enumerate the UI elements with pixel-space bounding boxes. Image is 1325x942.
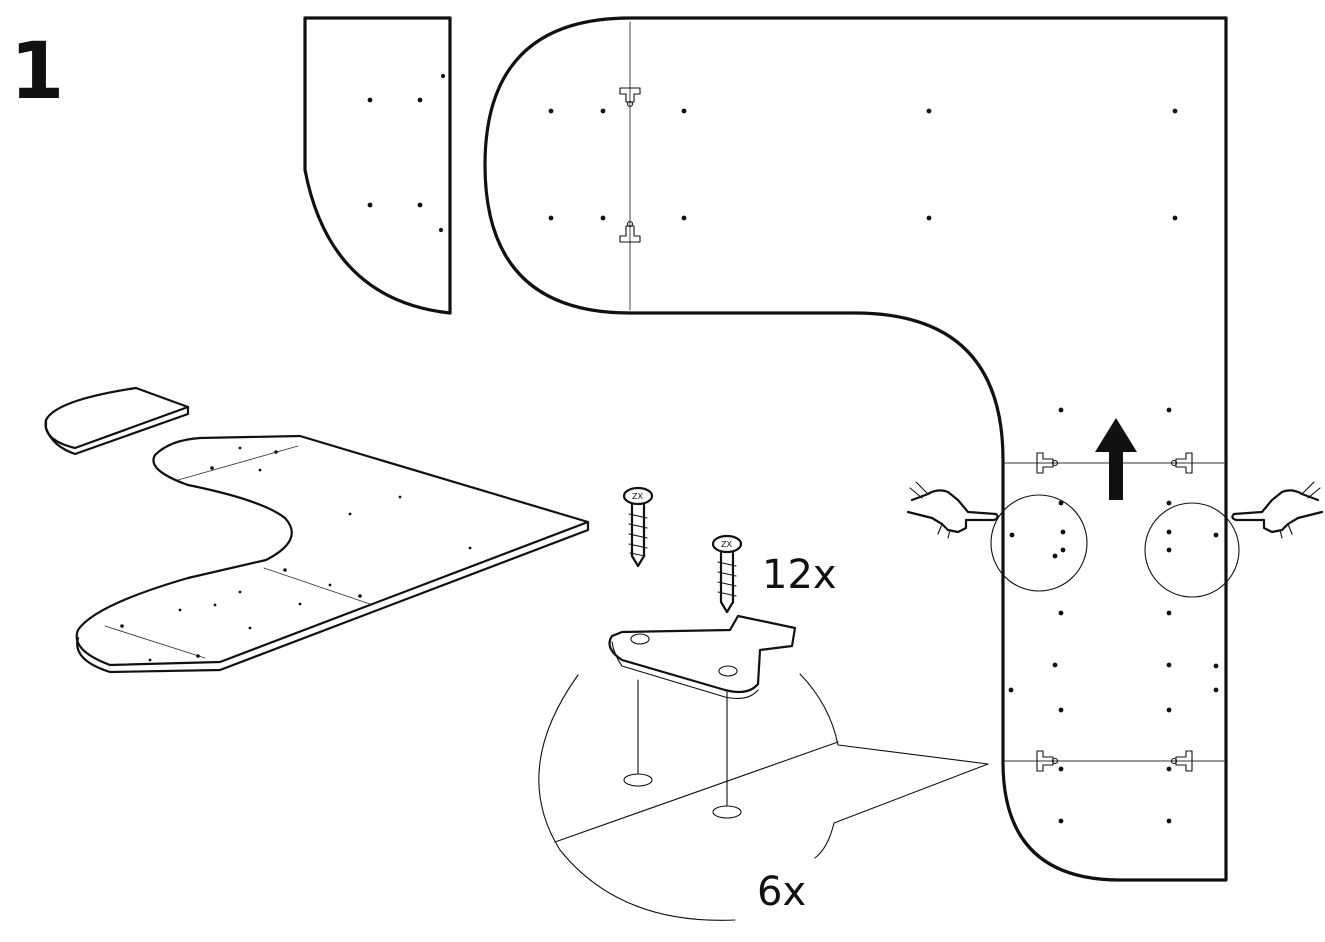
detail-magnifier	[538, 673, 989, 921]
pointing-hand-icon	[1231, 481, 1324, 539]
screw-icon: ZX	[622, 486, 654, 568]
highlight-circle-left	[990, 494, 1088, 592]
pointing-hand-icon	[906, 481, 999, 539]
step-number: 1	[10, 27, 64, 117]
connector-plate	[608, 614, 797, 699]
screw-head-mark: ZX	[632, 492, 643, 501]
small-corner-panel-isometric	[44, 386, 190, 456]
connector-quantity-label: 6x	[757, 869, 806, 915]
hole-dots	[548, 108, 1219, 824]
connector-marks	[619, 87, 1193, 772]
screw-head-mark-2: ZX	[721, 540, 732, 549]
l-shaped-tabletop	[483, 16, 1240, 882]
arrow-up-icon	[1095, 418, 1137, 500]
screw-quantity-label: 12x	[762, 552, 837, 598]
small-corner-panel	[303, 16, 452, 315]
highlight-circle-right	[1144, 502, 1240, 598]
screw-icon: ZX	[711, 534, 743, 614]
l-shaped-tabletop-isometric	[75, 434, 590, 674]
